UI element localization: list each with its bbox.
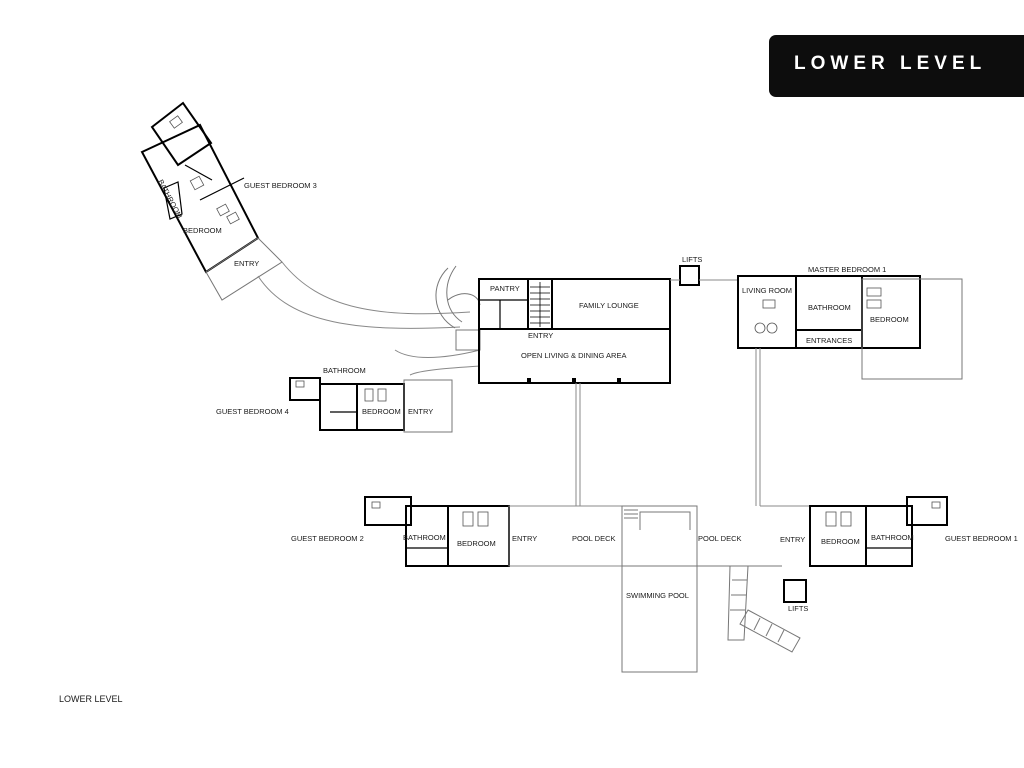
label-gb1-bedroom: BEDROOM [821, 537, 860, 546]
main-block [478, 278, 671, 384]
lifts-bottom-box [783, 579, 807, 603]
guest-bedroom-1 [809, 496, 948, 567]
label-master-bathroom: BATHROOM [808, 303, 851, 312]
label-gb2-bathroom: BATHROOM [403, 533, 446, 542]
label-gb4-entry: ENTRY [408, 407, 434, 416]
lifts-top-box [679, 265, 700, 286]
gb4-fixtures [295, 380, 387, 402]
label-main-entry: ENTRY [528, 331, 554, 340]
connector-walkways [575, 348, 810, 507]
label-pantry: PANTRY [490, 284, 520, 293]
label-pool-deck-left: POOL DECK [572, 534, 616, 543]
label-guest-bedroom-3: GUEST BEDROOM 3 [244, 181, 317, 190]
gb2-fixtures [371, 501, 489, 527]
spiral-stair [435, 265, 481, 351]
gb4-entry-terrace [403, 379, 453, 433]
label-lifts-bottom: LIFTS [788, 604, 809, 613]
guest-bedroom-4 [289, 377, 405, 431]
label-open-living-dining: OPEN LIVING & DINING AREA [521, 351, 627, 360]
level-badge [769, 35, 1024, 97]
footer-caption: LOWER LEVEL [59, 694, 123, 704]
label-gb2-bedroom: BEDROOM [457, 539, 496, 548]
swimming-pool-area [621, 505, 782, 673]
exterior-stairs [727, 565, 801, 653]
label-gb4-bedroom: BEDROOM [362, 407, 401, 416]
label-gb1-bathroom: BATHROOM [871, 533, 914, 542]
main-columns [527, 378, 621, 382]
guest-bedroom-3-fixtures [169, 115, 240, 225]
label-swimming-pool: SWIMMING POOL [626, 591, 689, 600]
main-stair [530, 282, 550, 327]
label-guest-bedroom-2: GUEST BEDROOM 2 [291, 534, 364, 543]
guest-bedroom-2 [364, 496, 510, 567]
label-gb3-bedroom: BEDROOM [183, 226, 222, 235]
label-gb1-entry: ENTRY [780, 535, 806, 544]
label-master-bedroom-1: MASTER BEDROOM 1 [808, 265, 887, 274]
label-gb2-entry: ENTRY [512, 534, 538, 543]
label-pool-deck-right: POOL DECK [698, 534, 742, 543]
master-terrace [861, 278, 963, 380]
label-gb3-entry: ENTRY [234, 259, 260, 268]
curved-walkway [257, 261, 481, 376]
label-master-living-room: LIVING ROOM [742, 286, 793, 295]
label-gb4-bathroom: BATHROOM [323, 366, 366, 375]
label-family-lounge: FAMILY LOUNGE [579, 301, 639, 310]
level-badge-text: LOWER LEVEL [794, 53, 987, 74]
master-fixtures [754, 287, 882, 334]
label-master-bedroom: BEDROOM [870, 315, 909, 324]
label-master-entrances: ENTRANCES [806, 336, 853, 345]
gb1-fixtures [825, 501, 941, 527]
label-guest-bedroom-1: GUEST BEDROOM 1 [945, 534, 1018, 543]
label-guest-bedroom-4: GUEST BEDROOM 4 [216, 407, 289, 416]
label-lifts-top: LIFTS [682, 255, 703, 264]
